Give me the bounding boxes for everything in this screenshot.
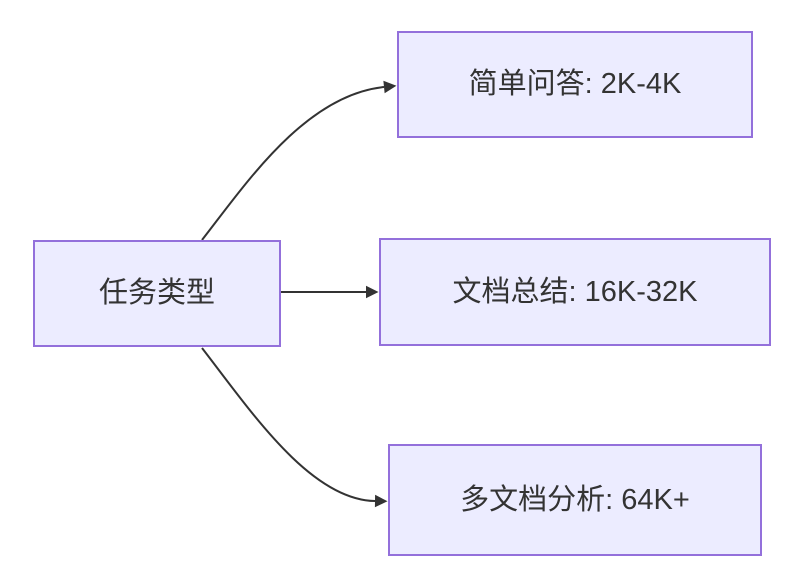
node-multi-doc-analysis: 多文档分析: 64K+ (388, 444, 762, 556)
node-multi-doc-analysis-label: 多文档分析: 64K+ (460, 483, 690, 516)
edge-task-type-to-simple-qa (201, 80, 397, 241)
node-simple-qa-label: 简单问答: 2K-4K (468, 68, 682, 101)
node-task-type-label: 任务类型 (98, 277, 215, 310)
node-simple-qa: 简单问答: 2K-4K (397, 31, 753, 138)
node-doc-summary-label: 文档总结: 16K-32K (452, 275, 698, 308)
edge-task-type-to-multi-doc-analysis (201, 347, 388, 508)
node-task-type: 任务类型 (33, 240, 281, 347)
node-doc-summary: 文档总结: 16K-32K (379, 238, 771, 346)
